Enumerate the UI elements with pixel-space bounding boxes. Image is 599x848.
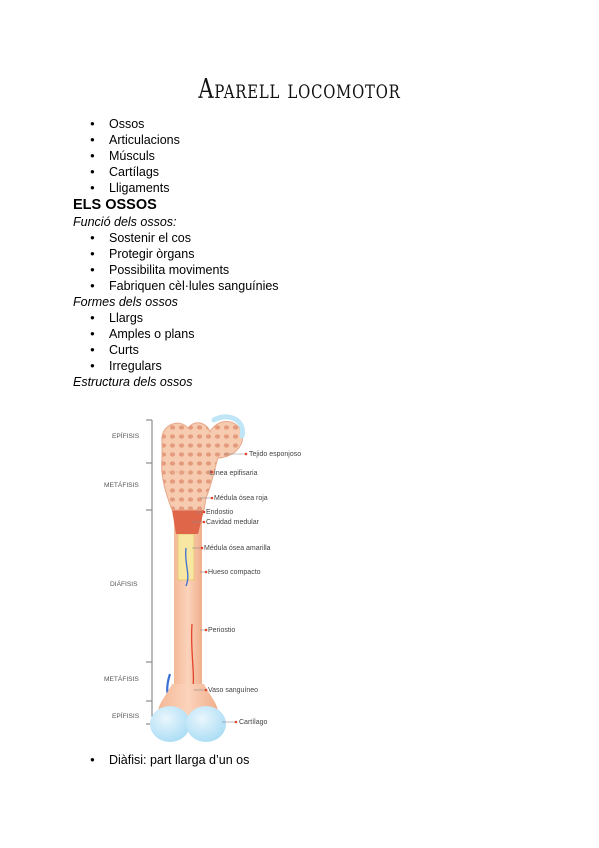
- cartilage-condyle-left: [150, 706, 190, 742]
- list-item: Protegir òrgans: [73, 246, 573, 262]
- list-item: Amples o plans: [73, 326, 573, 342]
- function-list: Sostenir el cos Protegir òrgans Possibil…: [73, 230, 573, 294]
- label-medula-osea-roja: Médula ósea roja: [214, 495, 268, 502]
- shapes-label: Formes dels ossos: [73, 295, 178, 309]
- bone-distal-flare: [158, 684, 218, 712]
- shapes-list: Llargs Amples o plans Curts Irregulars: [73, 310, 573, 374]
- label-vaso-sanguineo: Vaso sanguíneo: [208, 687, 258, 694]
- list-item: Diàfisi: part llarga d’un os: [73, 752, 249, 768]
- final-list: Diàfisi: part llarga d’un os: [73, 752, 249, 768]
- label-epifisis-bottom: EPÍFISIS: [112, 711, 140, 720]
- label-cartilago: Cartílago: [239, 719, 268, 726]
- label-hueso-compacto: Hueso compacto: [208, 569, 261, 576]
- intro-list: Ossos Articulacions Músculs Cartílags Ll…: [73, 116, 573, 196]
- label-metafisis-bottom: METÁFISIS: [104, 674, 139, 683]
- section-heading: ELS OSSOS: [73, 197, 157, 213]
- list-item: Curts: [73, 342, 573, 358]
- label-periostio: Periostio: [208, 627, 235, 634]
- blood-vessel-blue-upper: [184, 547, 189, 587]
- document-body: Ossos Articulacions Músculs Cartílags Ll…: [73, 116, 573, 390]
- list-item: Cartílags: [73, 164, 573, 180]
- label-linea-epifisaria: Línea epifisaria: [210, 470, 258, 477]
- label-epifisis-top: EPÍFISIS: [112, 431, 140, 440]
- bone-illustration: EPÍFISIS METÁFISIS DIÁFISIS METÁFISIS EP…: [104, 414, 301, 742]
- list-item: Possibilita moviments: [73, 262, 573, 278]
- endosteum: [172, 510, 204, 534]
- list-item: Músculs: [73, 148, 573, 164]
- structure-label: Estructura dels ossos: [73, 375, 193, 389]
- label-medula-osea-amarilla: Médula ósea amarilla: [204, 545, 271, 552]
- head-cartilage: [211, 414, 246, 439]
- label-endostio: Endostio: [206, 509, 233, 516]
- label-tejido-esponjoso: Tejido esponjoso: [249, 451, 301, 458]
- list-item: Llargs: [73, 310, 573, 326]
- final-list-container: Diàfisi: part llarga d’un os: [73, 752, 249, 768]
- cartilage-condyle-right: [186, 706, 226, 742]
- list-item: Ossos: [73, 116, 573, 132]
- list-item: Irregulars: [73, 358, 573, 374]
- page-title: Aparell locomotor: [198, 74, 401, 105]
- list-item: Sostenir el cos: [73, 230, 573, 246]
- label-cavidad-medular: Cavidad medular: [206, 519, 260, 526]
- list-item: Lligaments: [73, 180, 573, 196]
- list-item: Fabriquen cèl·lules sanguínies: [73, 278, 573, 294]
- bone-diagram: EPÍFISIS METÁFISIS DIÁFISIS METÁFISIS EP…: [96, 414, 336, 748]
- list-item: Articulacions: [73, 132, 573, 148]
- label-diafisis: DIÁFISIS: [110, 579, 138, 588]
- function-label: Funció dels ossos:: [73, 215, 177, 229]
- label-metafisis-top: METÁFISIS: [104, 480, 139, 489]
